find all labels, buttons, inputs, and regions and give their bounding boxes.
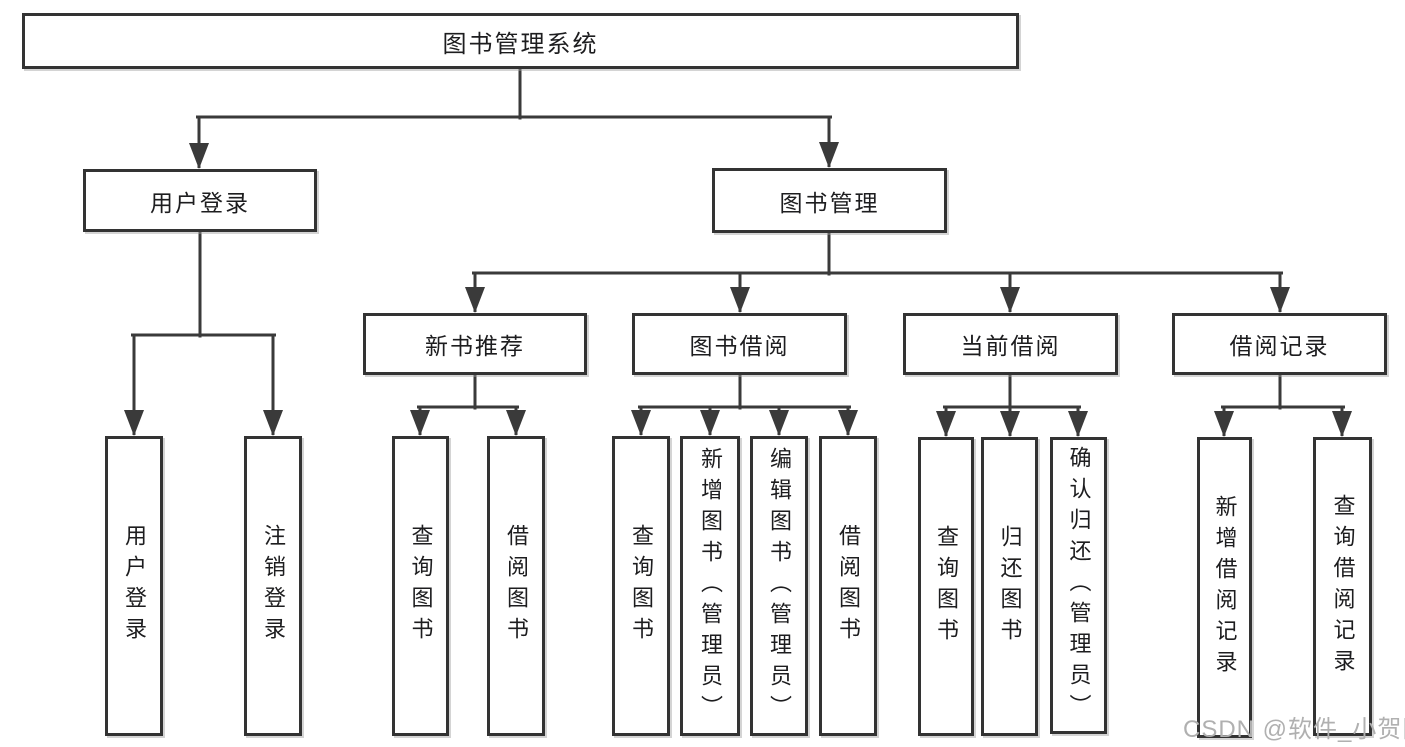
leaf-borrow-books-1-label: 借阅图书 — [504, 524, 529, 648]
node-root: 图书管理系统 — [22, 13, 1019, 69]
leaf-edit-book-admin: 编辑图书（管理员） — [750, 436, 808, 736]
leaf-add-borrow-record-label: 新增借阅记录 — [1212, 494, 1238, 681]
leaf-borrow-books-2-label: 借阅图书 — [836, 524, 861, 648]
node-new-book-recommend: 新书推荐 — [363, 313, 587, 375]
leaf-logout: 注销登录 — [244, 436, 302, 736]
leaf-query-books-3: 查询图书 — [918, 437, 974, 736]
leaf-query-books-3-label: 查询图书 — [934, 524, 959, 649]
leaf-return-book: 归还图书 — [981, 437, 1038, 736]
leaf-logout-label: 注销登录 — [261, 524, 286, 648]
leaf-user-login: 用户登录 — [105, 436, 163, 736]
leaf-query-borrow-record: 查询借阅记录 — [1313, 437, 1372, 736]
leaf-return-book-label: 归还图书 — [997, 524, 1023, 649]
leaf-query-books-1: 查询图书 — [392, 436, 449, 736]
connector-trunks — [131, 67, 1345, 410]
node-current-borrow-label: 当前借阅 — [960, 333, 1061, 359]
node-borrow-records-label: 借阅记录 — [1229, 333, 1330, 359]
leaf-borrow-books-1: 借阅图书 — [487, 436, 545, 736]
leaf-query-books-1-label: 查询图书 — [408, 524, 434, 648]
leaf-query-books-2-label: 查询图书 — [629, 524, 654, 648]
node-root-label: 图书管理系统 — [442, 30, 599, 58]
leaf-edit-book-admin-label: 编辑图书（管理员） — [767, 446, 792, 726]
node-user-login: 用户登录 — [83, 169, 317, 232]
node-book-borrow-label: 图书借阅 — [689, 333, 790, 359]
leaf-add-book-admin-label: 新增图书（管理员） — [698, 446, 723, 726]
node-book-borrow: 图书借阅 — [632, 313, 847, 375]
leaf-query-books-2: 查询图书 — [612, 436, 670, 736]
leaf-borrow-books-2: 借阅图书 — [819, 436, 877, 736]
watermark: CSDN @软件_小贺同学 — [1183, 716, 1405, 743]
node-current-borrow: 当前借阅 — [903, 313, 1118, 375]
leaf-confirm-return-admin: 确认归还（管理员） — [1050, 437, 1107, 734]
leaf-add-book-admin: 新增图书（管理员） — [680, 436, 740, 736]
node-user-login-label: 用户登录 — [150, 189, 250, 216]
leaf-user-login-label: 用户登录 — [122, 524, 147, 648]
node-borrow-records: 借阅记录 — [1172, 313, 1387, 375]
node-book-management: 图书管理 — [712, 168, 947, 233]
leaf-confirm-return-admin-label: 确认归还（管理员） — [1066, 446, 1092, 725]
node-new-book-recommend-label: 新书推荐 — [425, 333, 525, 359]
leaf-query-borrow-record-label: 查询借阅记录 — [1330, 493, 1356, 680]
node-book-management-label: 图书管理 — [779, 189, 880, 216]
leaf-add-borrow-record: 新增借阅记录 — [1197, 437, 1252, 738]
